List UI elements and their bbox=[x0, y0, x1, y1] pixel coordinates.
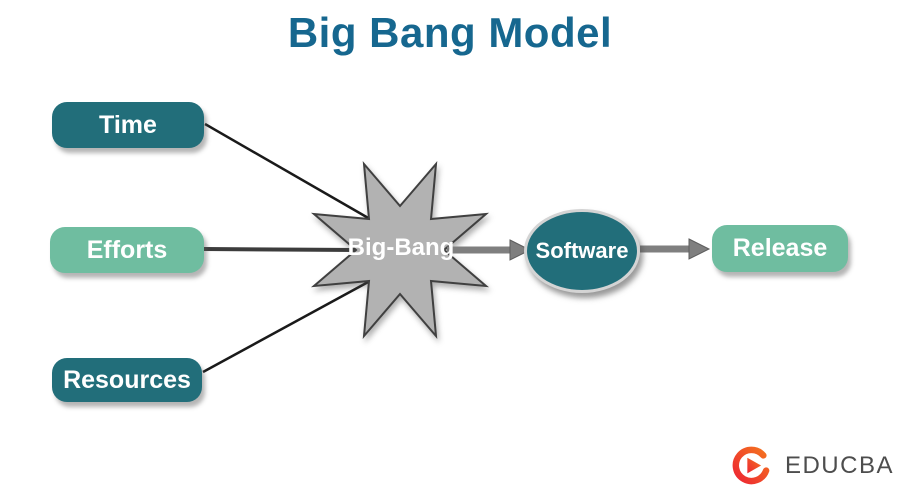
node-efforts-label: Efforts bbox=[86, 235, 168, 264]
arrowhead-icon bbox=[509, 239, 532, 261]
educba-logo-mark bbox=[732, 446, 770, 485]
node-resources-label: Resources bbox=[63, 365, 191, 394]
arrow-software-to-release bbox=[640, 238, 711, 260]
node-software-label: Software bbox=[535, 238, 629, 263]
node-software: Software bbox=[524, 209, 640, 293]
diagram-title: Big Bang Model bbox=[287, 9, 613, 56]
node-time: Time bbox=[52, 102, 204, 148]
connector-efforts-to-bigbang bbox=[203, 247, 359, 252]
connector-time-to-bigbang bbox=[204, 122, 371, 221]
node-release-label: Release bbox=[732, 234, 828, 262]
node-time-label: Time bbox=[99, 110, 157, 139]
connector-resources-to-bigbang bbox=[202, 279, 371, 374]
node-resources: Resources bbox=[52, 358, 202, 402]
node-release: Release bbox=[712, 225, 848, 272]
arrowhead-icon bbox=[688, 238, 711, 260]
logo-play-icon bbox=[747, 457, 762, 474]
node-efforts: Efforts bbox=[50, 227, 204, 273]
educba-logo-text: EDUCBA bbox=[784, 452, 894, 479]
arrow-bigbang-to-software bbox=[447, 239, 532, 261]
logo-ring bbox=[732, 446, 770, 485]
big-bang-star bbox=[310, 160, 490, 340]
educba-logo: EDUCBA bbox=[729, 442, 894, 490]
